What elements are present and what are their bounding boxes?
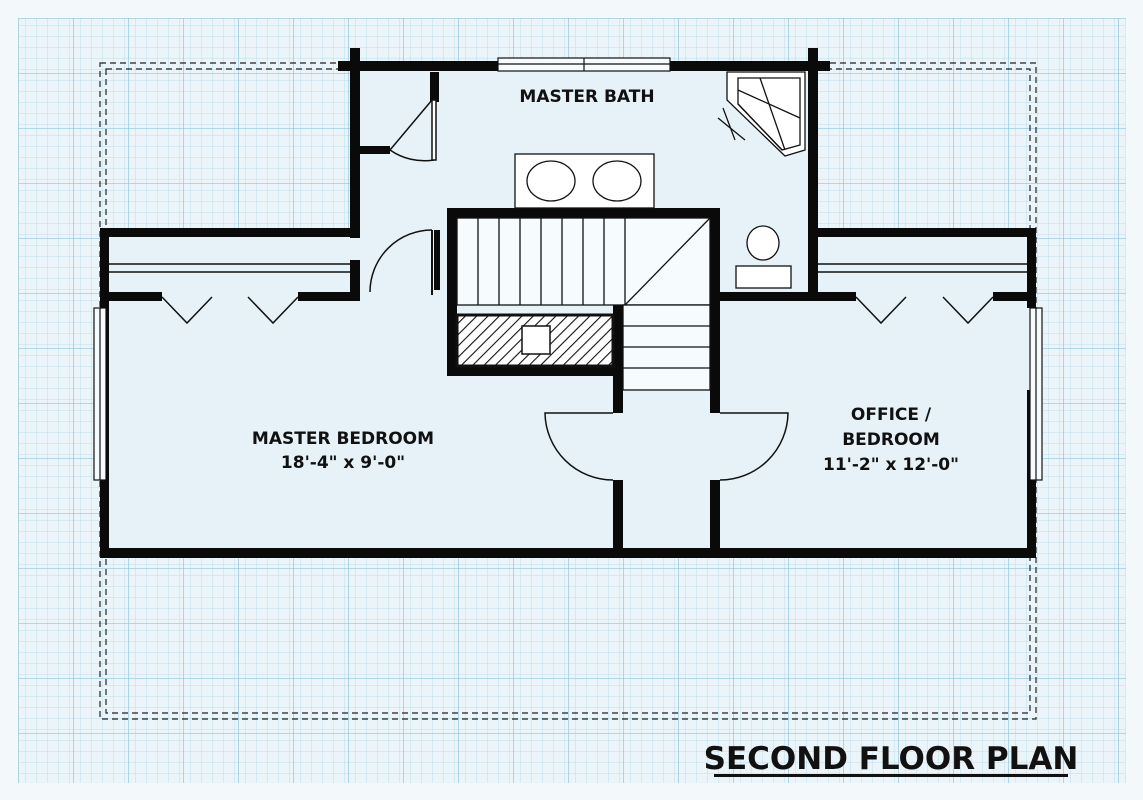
master-bath-label: MASTER BATH [519, 87, 654, 107]
bath-window [497, 57, 671, 72]
office-bedroom-dimensions: 11'-2" x 12'-0" [823, 455, 959, 475]
bath-toilet [735, 225, 792, 289]
office-bedroom-label-line1: OFFICE / [851, 405, 932, 425]
bath-shower [717, 71, 806, 157]
master-bedroom-label: MASTER BEDROOM [252, 429, 434, 449]
plan-title: SECOND FLOOR PLAN [704, 741, 1079, 777]
side-windows [93, 307, 1043, 481]
plan-title-underline [714, 774, 1068, 777]
doors [161, 99, 994, 481]
chimney [455, 313, 615, 368]
sink-left [526, 160, 576, 202]
office-bedroom-label-line2: BEDROOM [842, 430, 940, 450]
master-bedroom-dimensions: 18'-4" x 9'-0" [281, 453, 405, 473]
knee-wall-lines [108, 263, 1028, 273]
bath-vanity [514, 153, 655, 209]
stairs [456, 217, 711, 391]
sink-right [592, 160, 642, 202]
